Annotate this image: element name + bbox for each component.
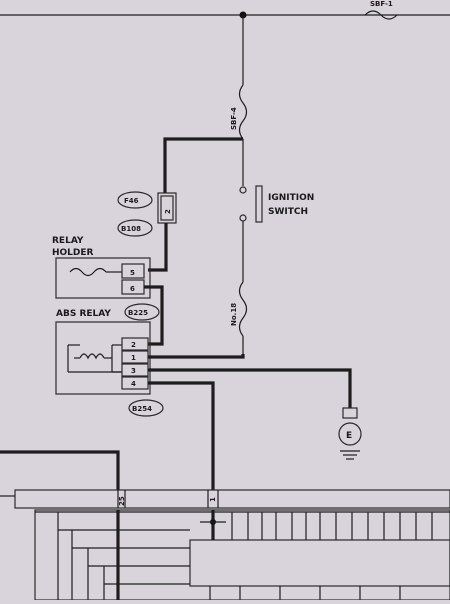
- thick-wire-holder-to-relay: [144, 285, 164, 346]
- thick-wire-to-holder: [148, 223, 168, 272]
- b225-label: B225: [128, 309, 148, 317]
- relay-pin-4: 4: [131, 380, 136, 388]
- top-bus: SBF-1: [0, 0, 450, 20]
- module-pin-25: 25: [118, 496, 126, 506]
- relay-pin-2: 2: [131, 341, 136, 349]
- holder-pin-6: 6: [130, 285, 135, 293]
- sbf4-label: SBF-4: [230, 107, 238, 130]
- module-body: [34, 509, 450, 601]
- module-pin-1: 1: [209, 497, 217, 502]
- wire-pin1-ignition: [148, 354, 245, 359]
- b254-label: B254: [132, 405, 152, 413]
- abs-relay: ABS RELAY B225 2 1 3 4 B254: [55, 303, 164, 417]
- fuse-no18: No.18: [230, 281, 248, 355]
- ground-label: E: [346, 431, 352, 441]
- sbf4-fuse: SBF-4: [230, 84, 248, 140]
- ignition-label-1: IGNITION: [268, 193, 314, 203]
- wire-pin3-ground: [148, 368, 352, 408]
- top-fuse-label: SBF-1: [370, 0, 393, 8]
- relay-holder-label-1: RELAY: [52, 236, 84, 246]
- f46-pin-label: 2: [164, 209, 172, 214]
- f46-connector: 2 F46 B108: [117, 191, 177, 237]
- relay-holder: RELAY HOLDER 5 6: [52, 236, 151, 299]
- relay-pin-3: 3: [131, 367, 136, 375]
- f46-label: F46: [124, 197, 139, 205]
- abs-relay-label: ABS RELAY: [56, 309, 111, 319]
- wire-pin4-module: [148, 381, 215, 490]
- module-connector: 25 1: [0, 489, 450, 509]
- ignition-switch: IGNITION SWITCH: [239, 185, 314, 282]
- ignition-label-2: SWITCH: [268, 207, 308, 217]
- b108-label: B108: [121, 225, 141, 233]
- relay-pin-1: 1: [131, 354, 136, 362]
- thick-wire-to-f46: [163, 137, 243, 193]
- no18-label: No.18: [230, 303, 238, 326]
- holder-pin-5: 5: [130, 269, 135, 277]
- wire-left-module: [0, 450, 120, 490]
- ground-symbol: E: [338, 407, 362, 460]
- top-fuse-symbol: [364, 10, 398, 20]
- relay-holder-label-2: HOLDER: [52, 248, 94, 258]
